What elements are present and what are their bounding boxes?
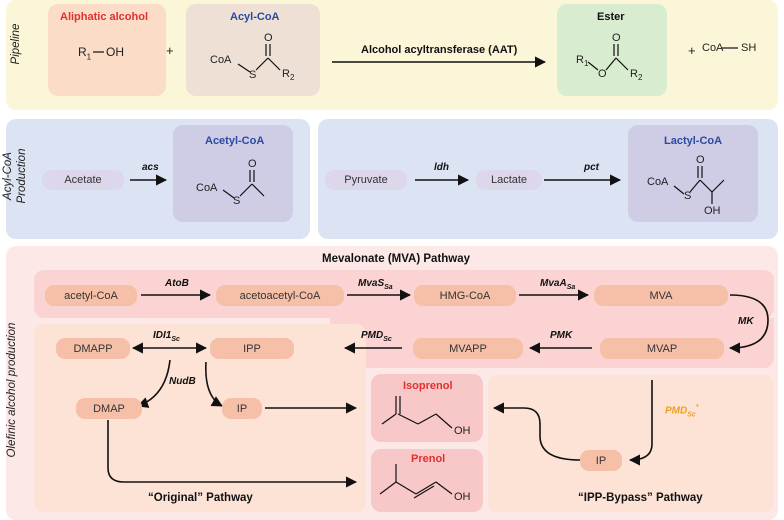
ester-r1: R1 [576,54,589,69]
ester-label: Ester [597,11,625,23]
acyl-coa-r2: R2 [282,68,295,83]
pmd-sub: Sc [383,336,392,343]
mvaa-label: MvaASa [540,278,575,291]
mvapp-node: MVAPP [413,338,523,359]
nudb-arrow-right [205,361,223,407]
bypass-pathway-label: “IPP-Bypass” Pathway [578,492,703,504]
acetyl-coa-structure [222,170,265,199]
lactate-node: Lactate [476,170,542,190]
bypass-pathway-bg [488,375,774,512]
pyruvate-node: Pyruvate [325,170,407,190]
plus-sign-1: + [166,43,174,58]
acyl-coa-o: O [264,32,273,44]
ipp-node: IPP [210,338,294,359]
mvap-node: MVAP [600,338,724,359]
isoprenol-box [371,374,483,442]
acyl-coa-s: S [249,69,257,81]
pmd-mutant-sub: Sc [687,411,696,419]
mvas-label: MvaSSa [358,278,393,291]
acyl-coa-box [186,4,320,96]
acetoacetyl-coa-node: acetoacetyl-CoA [216,285,344,306]
acetyl-coa-coa: CoA [196,182,218,194]
aat-enzyme-label: Alcohol acyltransferase (AAT) [361,44,518,56]
acetate-node: Acetate [42,170,124,190]
lactyl-coa-o: O [696,154,705,166]
acetyl-coa-node: acetyl-CoA [45,285,137,306]
lactyl-coa-structure [673,166,725,204]
lactyl-coa-s: S [684,190,692,202]
dmapp-node: DMAPP [56,338,130,359]
ester-structure [587,44,629,71]
bypass-ip-to-isoprenol-arrow [492,402,581,461]
ester-r2: R2 [630,68,643,83]
acetyl-coa-box [173,125,293,222]
pmd-mutant-arrow [628,380,653,466]
ldh-label: ldh [434,162,449,173]
ester-o-double: O [612,32,621,44]
acetyl-coa-o: O [248,158,257,170]
mvas-sub: Sa [384,284,393,291]
mva-node: MVA [594,285,728,306]
acyl-coa-coa: CoA [210,54,232,66]
prenol-structure [379,464,453,499]
pct-label: pct [584,162,599,173]
acyl-coa-structure [237,44,281,73]
mvas-text: MvaS [358,278,385,289]
pmd-mutant-sup: * [695,404,699,411]
acetyl-coa-s: S [233,195,241,207]
alcohol-formula: R1 [78,45,92,62]
lactyl-coa-box [628,125,758,222]
prenol-oh: OH [454,491,471,503]
bypass-ip-node: IP [580,450,622,471]
idi1-text: IDI1 [153,330,172,341]
dmap-node: DMAP [76,398,142,419]
isoprenol-label: Isoprenol [403,380,453,392]
prenol-label: Prenol [411,453,446,465]
isoprenol-structure [381,396,453,429]
ester-box [557,4,667,96]
atob-label: AtoB [165,278,189,289]
prenol-box [371,449,483,512]
pmk-label: PMK [550,330,573,341]
ester-o-single: O [598,68,607,80]
pmd-text: PMD [361,330,384,341]
idi1-sub: Sc [171,336,180,343]
original-pathway-label: “Original” Pathway [148,492,253,504]
coa-sh-sh: SH [741,42,757,54]
pmd-mutant-label: PMDSc* [665,404,699,418]
lactyl-coa-coa: CoA [647,176,669,188]
mvaa-text: MvaA [540,278,567,289]
mk-arrow [728,294,769,354]
lactyl-coa-oh: OH [704,205,721,217]
dmap-to-prenol-arrow [107,420,358,488]
mvaa-sub: Sa [566,284,576,291]
nudb-label: NudB [169,376,196,387]
nudb-arrow-left [136,359,171,408]
isoprenol-oh: OH [454,425,471,437]
pmd-mutant-text: PMD [665,405,688,417]
aliphatic-alcohol-label: Aliphatic alcohol [60,11,149,23]
pmd-label: PMDSc [361,330,392,343]
plus-sign-2: + [688,43,696,58]
coa-sh-coa: CoA [702,42,724,54]
acyl-coa-label: Acyl-CoA [230,11,280,23]
mk-label: MK [738,316,754,327]
mva-pathway-title: Mevalonate (MVA) Pathway [322,253,471,265]
ip-node: IP [222,398,262,419]
acs-label: acs [142,162,159,173]
acetyl-coa-label: Acetyl-CoA [205,135,265,147]
lactyl-coa-label: Lactyl-CoA [664,135,723,147]
idi1-label: IDI1Sc [153,330,180,343]
aliphatic-alcohol-box [48,4,166,96]
hmg-coa-node: HMG-CoA [414,285,516,306]
alcohol-oh: OH [106,45,124,59]
